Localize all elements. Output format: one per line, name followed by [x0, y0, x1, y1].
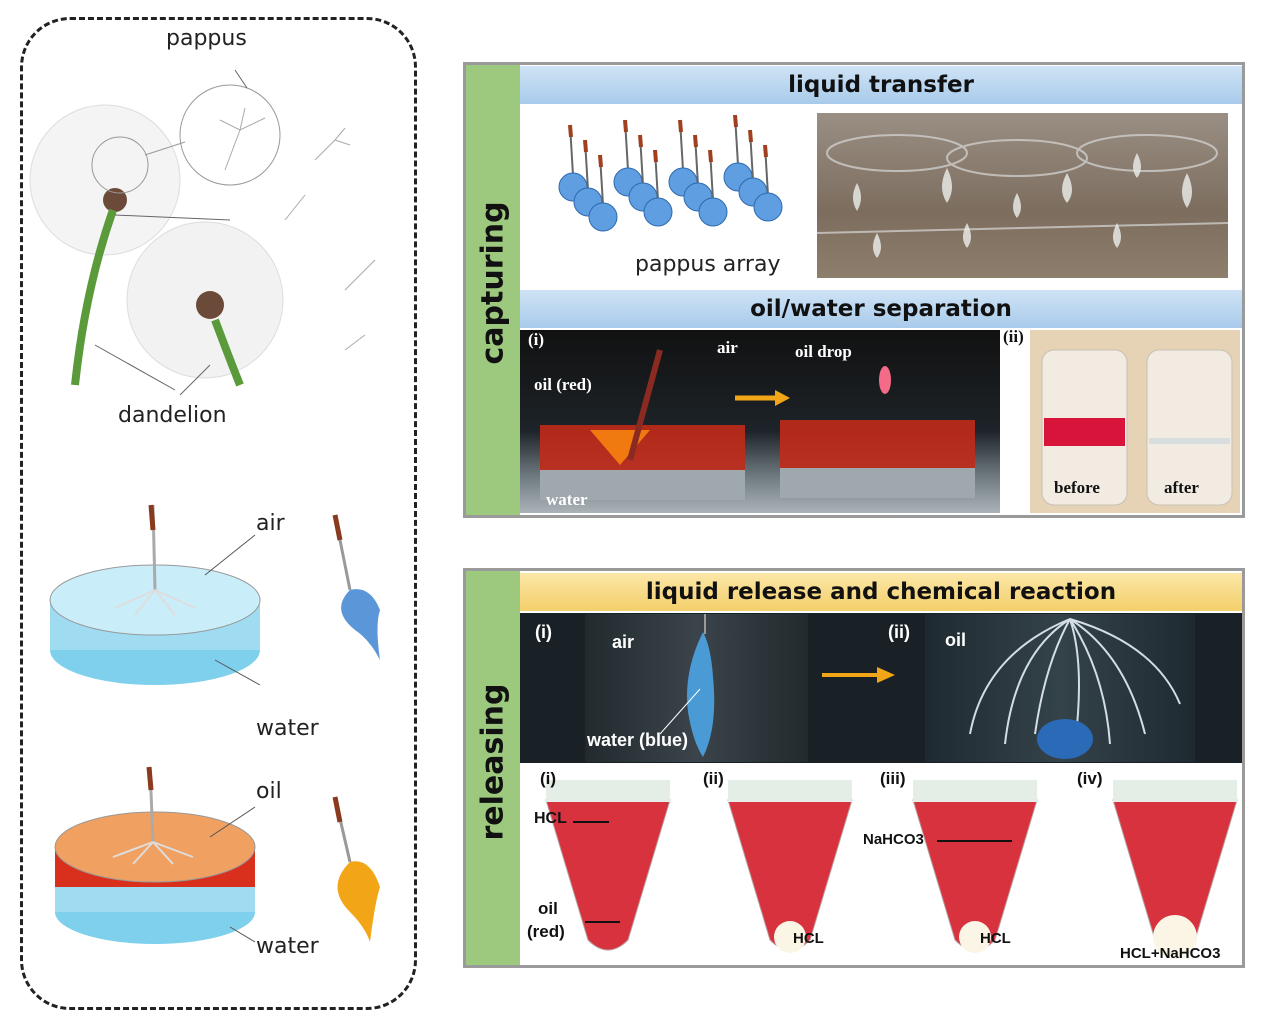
water-dish-illustration [49, 504, 380, 686]
droplet [959, 921, 991, 953]
release-photo-i [585, 614, 808, 762]
after-label: after [1164, 478, 1199, 497]
liquid-transfer-photo [817, 113, 1228, 278]
panel-ii-tag: (ii) [1003, 327, 1024, 346]
pappus-tip [693, 134, 698, 148]
dandelion-label: dandelion [118, 403, 227, 428]
nahco3-pointer [937, 840, 1012, 842]
hcl-pointer [573, 821, 609, 823]
pappus-tip [583, 139, 588, 153]
liquid-transfer-header: liquid transfer [520, 66, 1242, 104]
tube-cap [1113, 780, 1237, 802]
air-label: air [612, 632, 635, 652]
releasing-label: releasing [475, 683, 511, 841]
pappus-tip [708, 149, 713, 163]
water-drop [643, 197, 673, 227]
oil-label: oil [538, 899, 558, 918]
release-tag-ii: (ii) [888, 622, 910, 642]
oil-water-photo-i: (i) air oil (red) oil drop water [520, 330, 1000, 513]
pappus-tip [653, 149, 658, 163]
pappus-tip [638, 134, 643, 148]
air-label: air [717, 338, 738, 357]
tube-tag-ii: (ii) [703, 769, 724, 788]
water-label-bottom: water [256, 934, 319, 959]
tube-cap [728, 780, 852, 802]
before-label: before [1054, 478, 1100, 497]
tube-cap [546, 780, 670, 802]
water-label: water [546, 490, 588, 509]
capturing-strip [466, 65, 520, 515]
droplet [774, 921, 806, 953]
nahco3-label: NaHCO3 [863, 831, 924, 848]
pappus-tip [623, 119, 628, 133]
water-drop [588, 202, 618, 232]
tube-tag-iii: (iii) [880, 769, 906, 788]
tube [545, 799, 671, 951]
panel-i-tag: (i) [528, 330, 545, 349]
pappus-tip [748, 129, 753, 143]
tubes-photo [545, 780, 1238, 959]
hcl-label: HCL [793, 930, 824, 947]
pappus-array-illustration [558, 115, 783, 232]
oil-drop-label: oil drop [795, 342, 852, 361]
droplet [1153, 915, 1197, 959]
hcl-label: HCL [980, 930, 1011, 947]
left-panel [20, 17, 417, 1010]
releasing-strip [466, 571, 520, 965]
tube-tag-iv: (iv) [1077, 769, 1103, 788]
arrow-icon [822, 667, 895, 683]
pappus-tip [598, 154, 603, 168]
air-label: air [256, 511, 285, 536]
red-label: (red) [527, 922, 565, 941]
oil-red-label: oil (red) [534, 375, 592, 394]
water-drop [698, 197, 728, 227]
pappus-tip [568, 124, 573, 138]
tube-cap [913, 780, 1037, 802]
release-reaction-header: liquid release and chemical reaction [520, 573, 1242, 611]
pappus-tip [763, 144, 768, 158]
water-drop [753, 192, 783, 222]
oil-label: oil [256, 779, 282, 804]
pappus-label: pappus [166, 26, 247, 51]
hcl-label: HCL [534, 810, 567, 827]
release-photo-ii [925, 614, 1195, 762]
water-blue-label: water (blue) [587, 730, 689, 750]
pappus-array-label: pappus array [635, 252, 781, 277]
oil-water-dish-illustration [54, 766, 380, 944]
hcl-nahco3-label: HCL+NaHCO3 [1120, 945, 1221, 962]
vials-photo: before after [1030, 330, 1240, 513]
capturing-label: capturing [475, 201, 511, 365]
tube-tag-i: (i) [540, 769, 557, 788]
oil-label: oil [945, 630, 966, 650]
water-label: water [256, 716, 319, 741]
oil-pointer [585, 921, 620, 923]
pappus-tip [678, 119, 683, 133]
oil-water-separation-header: oil/water separation [520, 290, 1242, 328]
dandelion-illustration [29, 69, 376, 396]
release-tag-i: (i) [535, 622, 552, 642]
pappus-tip [733, 115, 738, 128]
